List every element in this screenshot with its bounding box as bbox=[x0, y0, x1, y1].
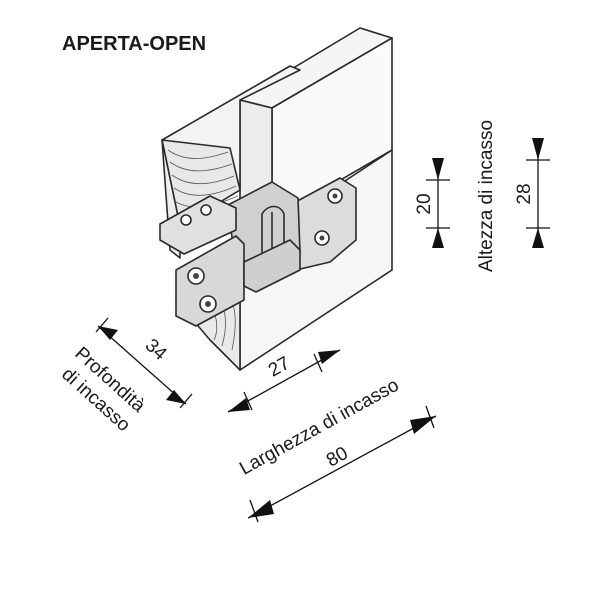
screw-center bbox=[193, 273, 199, 279]
depth-value: 34 bbox=[141, 335, 171, 365]
height-inner-value: 20 bbox=[414, 193, 435, 214]
height-outer-value: 28 bbox=[514, 183, 535, 204]
arrow-icon bbox=[318, 350, 340, 364]
hinge-illustration bbox=[159, 27, 393, 371]
height-dimension: 20 28 Altezza di incasso bbox=[414, 120, 550, 272]
height-label: Altezza di incasso bbox=[476, 120, 497, 272]
arrow-icon bbox=[228, 398, 250, 412]
arrow-icon bbox=[432, 228, 444, 248]
arrow-icon bbox=[432, 158, 444, 180]
hinge-plate-left bbox=[175, 235, 245, 327]
arrow-icon bbox=[166, 390, 186, 404]
diagram-title: APERTA-OPEN bbox=[62, 33, 206, 55]
screw-center bbox=[319, 235, 325, 241]
screw-center bbox=[205, 301, 211, 307]
screw-center bbox=[332, 193, 338, 199]
arrow-icon bbox=[248, 500, 274, 518]
screw-icon bbox=[180, 214, 192, 226]
width-inner-value: 27 bbox=[265, 353, 294, 382]
arrow-icon bbox=[532, 138, 544, 160]
width-label: Larghezza di incasso bbox=[236, 375, 402, 480]
arrow-icon bbox=[98, 326, 118, 340]
arrow-icon bbox=[532, 228, 544, 248]
width-outer-value: 80 bbox=[323, 443, 352, 472]
hinge-link-lower bbox=[243, 239, 301, 293]
hinge-arm-upper bbox=[159, 195, 237, 255]
depth-dimension: 34 Profondità di incasso bbox=[57, 317, 193, 436]
screw-icon bbox=[200, 204, 212, 216]
arrow-icon bbox=[410, 416, 436, 434]
width-dimension: 27 Larghezza di incasso 80 bbox=[227, 349, 437, 523]
